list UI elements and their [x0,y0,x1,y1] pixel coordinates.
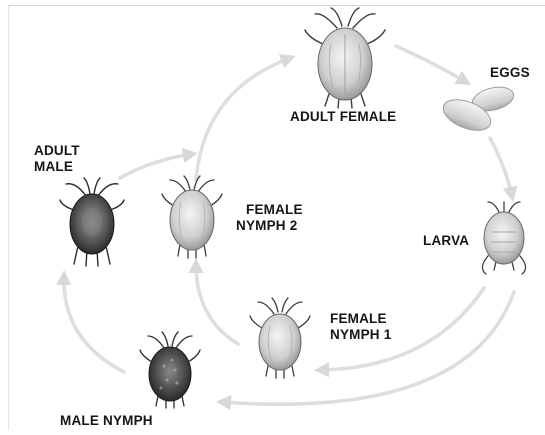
arrow-male-nymph-to-adult-male [64,276,124,372]
arrow-eggs-to-larva [490,138,512,196]
female-nymph-2-label-line-2: NYMPH 2 [236,218,303,234]
arrow-female-nymph-1-to-female-nymph-2 [196,264,238,344]
adult-male-mite-icon [60,178,124,266]
female-nymph-2-label-line-1: FEMALE [236,202,303,218]
adult-female-label: ADULT FEMALE [290,109,396,125]
male-nymph-mite-icon [140,332,200,408]
larva-label: LARVA [423,233,469,249]
eggs-icon [439,83,516,136]
male-nymph-label: MALE NYMPH [60,413,153,429]
larva-mite-icon [482,202,525,274]
female-nymph-2-mite-icon [162,176,222,258]
female-nymph-2-label: FEMALE NYMPH 2 [236,202,303,234]
eggs-label: EGGS [490,65,530,81]
female-nymph-1-label-line-1: FEMALE [330,311,391,327]
arrow-female-nymph-2-to-adult-female [196,58,290,180]
female-nymph-1-label-line-2: NYMPH 1 [330,327,391,343]
adult-male-label-line-2: MALE [34,159,80,175]
adult-female-mite-icon [305,8,385,108]
female-nymph-1-label: FEMALE NYMPH 1 [330,311,391,343]
adult-male-label-line-1: ADULT [34,143,80,159]
adult-male-label: ADULT MALE [34,143,80,175]
arrow-adult-male-to-female-nymph-2 [120,154,192,178]
arrow-adult-female-to-eggs [396,46,466,82]
female-nymph-1-mite-icon [250,298,310,378]
